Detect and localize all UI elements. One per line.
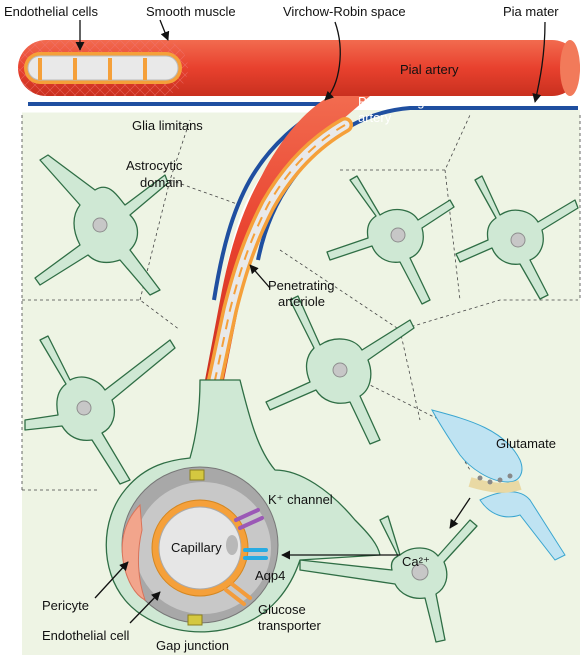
aqp4-icon — [243, 548, 268, 560]
label-penetrating-arteriole-2: arteriole — [278, 294, 325, 309]
label-pial-artery: Pial artery — [400, 62, 459, 77]
astrocyte-bottom-right — [299, 515, 478, 643]
capillary-cross-section — [121, 466, 279, 624]
arrow-virchow-robin — [324, 21, 341, 101]
arrow-smooth-muscle — [159, 19, 170, 41]
label-glia-limitans: Glia limitans — [132, 118, 203, 133]
label-glucose-transporter-1: Glucose — [258, 602, 306, 617]
synapse — [431, 409, 566, 561]
gap-junction-top — [189, 469, 205, 481]
label-endothelial-cells: Endothelial cells — [4, 4, 98, 19]
label-astrocytic-domain-1: Astrocytic — [126, 158, 183, 173]
label-calcium: Ca²⁺ — [402, 554, 430, 569]
astrocyte-right — [455, 175, 579, 300]
label-gap-junction: Gap junction — [156, 638, 229, 653]
label-glucose-transporter-2: transporter — [258, 618, 322, 633]
arrow-glutamate — [449, 497, 471, 529]
arrow-pia-mater — [532, 21, 546, 103]
astrocyte-mid-left — [24, 335, 176, 485]
label-virchow-robin-space: Virchow-Robin space — [283, 4, 406, 19]
glucose-transporter-icon — [224, 582, 252, 606]
label-penetrating-artery-2: artery — [358, 110, 392, 125]
label-penetrating-artery-1: Penetrating — [358, 94, 425, 109]
pial-artery — [18, 40, 580, 396]
label-penetrating-arteriole-1: Penetrating — [268, 278, 335, 293]
k-channel-icon — [234, 508, 264, 530]
label-k-channel: K⁺ channel — [268, 492, 333, 507]
arrow-pericyte — [94, 561, 129, 599]
label-pericyte: Pericyte — [42, 598, 89, 613]
astrocyte-center — [265, 295, 415, 445]
arrow-endothelial-cell — [129, 591, 161, 624]
astrocyte-upper-center — [326, 175, 455, 305]
label-pia-mater: Pia mater — [503, 4, 559, 19]
astrocyte-top-left — [34, 154, 169, 296]
label-glutamate: Glutamate — [496, 436, 556, 451]
label-endothelial-cell: Endothelial cell — [42, 628, 130, 643]
label-capillary: Capillary — [171, 540, 222, 555]
gap-junction-bottom — [187, 614, 203, 626]
label-astrocytic-domain-2: domain — [140, 175, 183, 190]
label-aqp4: Aqp4 — [255, 568, 285, 583]
pericyte-shape — [121, 503, 146, 601]
label-smooth-muscle: Smooth muscle — [146, 4, 236, 19]
arrow-penetrating-arteriole — [249, 264, 271, 289]
